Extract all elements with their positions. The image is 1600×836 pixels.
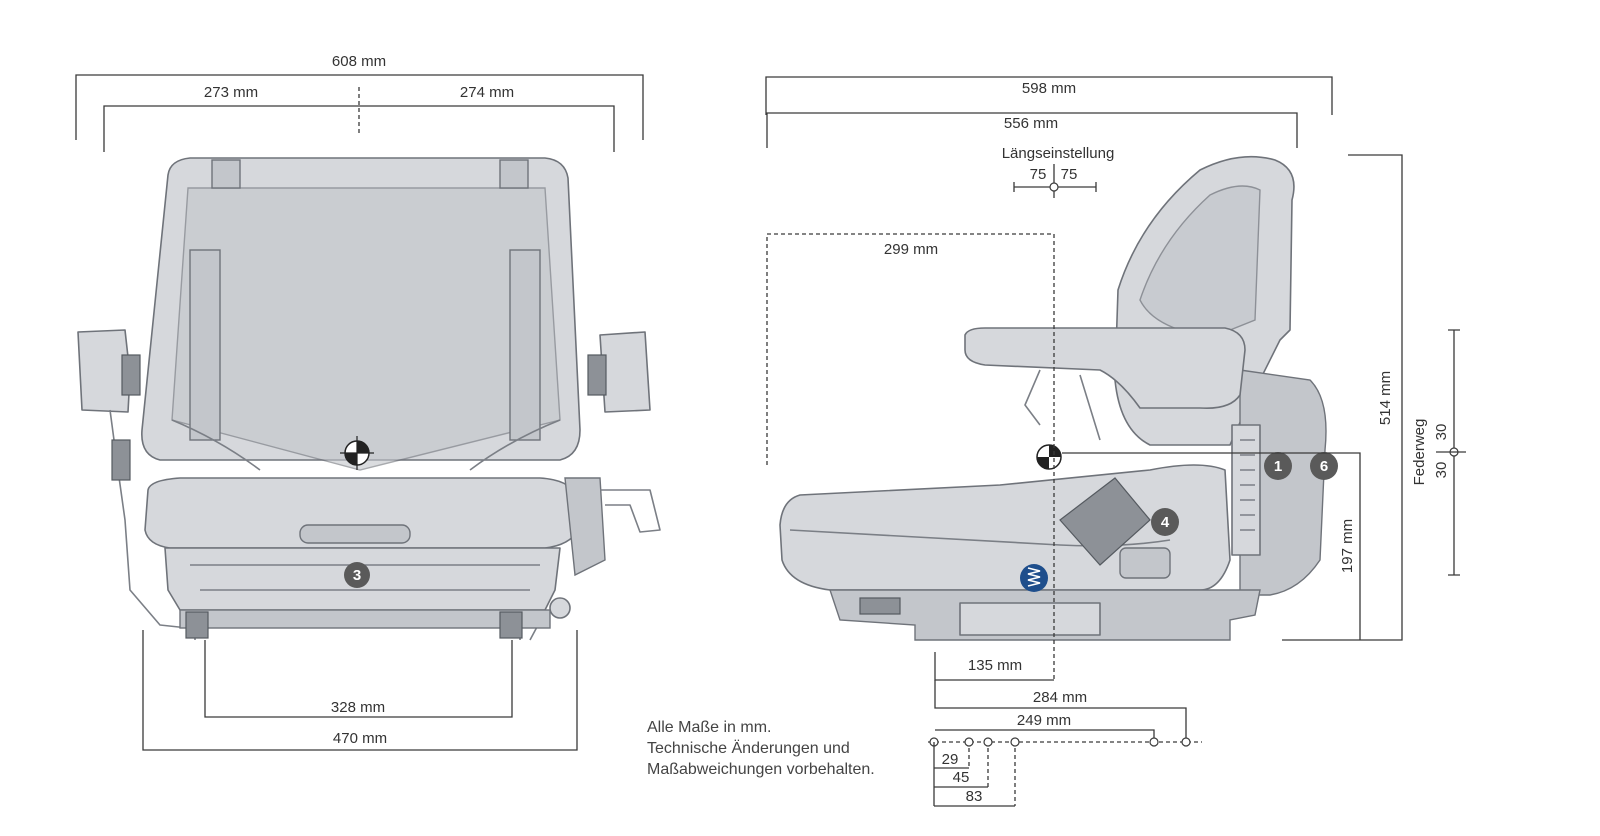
side-dimension-299: 299 mm	[766, 233, 1055, 680]
suspension-label: Federweg	[1411, 419, 1428, 486]
callout-badge-4: 4	[1151, 508, 1179, 536]
side-dimension-135: 135 mm	[934, 652, 1054, 681]
mounting-hole-pattern: 29 45 83	[928, 737, 1202, 807]
callout-badge-1: 1	[1264, 452, 1292, 480]
side-dimension-514: 514 mm	[1282, 154, 1403, 641]
fore-aft-adjustment: Längseinstellung 75 75	[1002, 145, 1115, 198]
note-line-3: Maßabweichungen vorbehalten.	[647, 761, 875, 778]
side-dimension-197: 197 mm	[1062, 452, 1361, 640]
dim-83-label: 83	[966, 788, 983, 805]
side-dimension-598: 598 mm	[765, 76, 1333, 115]
dim-470-label: 470 mm	[333, 730, 387, 747]
suspension-travel: Federweg 30 30	[1411, 329, 1466, 576]
suspension-down: 30	[1433, 462, 1450, 479]
dim-274-label: 274 mm	[460, 84, 514, 101]
fore-aft-label: Längseinstellung	[1002, 145, 1115, 162]
suspension-spring-icon	[1020, 564, 1048, 592]
notes-block: Alle Maße in mm. Technische Änderungen u…	[647, 719, 875, 778]
front-dimension-273-274: 273 mm 274 mm	[103, 84, 615, 152]
suspension-up: 30	[1433, 424, 1450, 441]
side-view-seat	[779, 155, 1327, 641]
dim-328-label: 328 mm	[331, 699, 385, 716]
fore-aft-forward: 75	[1030, 166, 1047, 183]
front-dimension-608: 608 mm	[75, 53, 644, 140]
front-dimension-328: 328 mm	[204, 640, 513, 718]
seat-index-point-marker	[340, 436, 374, 470]
front-view-seat	[77, 157, 661, 641]
side-seat-index-point-marker	[1036, 444, 1062, 470]
dim-29-label: 29	[942, 751, 959, 768]
side-dimension-556: 556 mm	[766, 112, 1298, 148]
dim-135-label: 135 mm	[968, 657, 1022, 674]
side-dimension-284: 284 mm	[934, 680, 1187, 740]
note-line-1: Alle Maße in mm.	[647, 719, 771, 736]
dim-273-label: 273 mm	[204, 84, 258, 101]
dim-249-label: 249 mm	[1017, 712, 1071, 729]
fore-aft-backward: 75	[1061, 166, 1078, 183]
dim-514-label: 514 mm	[1377, 371, 1394, 425]
front-dimension-470: 470 mm	[142, 630, 578, 751]
callout-badge-6: 6	[1310, 452, 1338, 480]
dim-608-label: 608 mm	[332, 53, 386, 70]
note-line-2: Technische Änderungen und	[647, 739, 850, 757]
dim-299-label: 299 mm	[884, 241, 938, 258]
side-dimension-249: 249 mm	[935, 712, 1155, 740]
badge-3-label: 3	[353, 567, 361, 584]
dim-197-label: 197 mm	[1339, 519, 1356, 573]
dim-598-label: 598 mm	[1022, 80, 1076, 97]
callout-badge-3: 3	[344, 562, 370, 588]
badge-4-label: 4	[1161, 514, 1170, 531]
badge-6-label: 6	[1320, 458, 1328, 475]
dim-556-label: 556 mm	[1004, 115, 1058, 132]
dim-45-label: 45	[953, 769, 970, 786]
dim-284-label: 284 mm	[1033, 689, 1087, 706]
badge-1-label: 1	[1274, 458, 1282, 475]
